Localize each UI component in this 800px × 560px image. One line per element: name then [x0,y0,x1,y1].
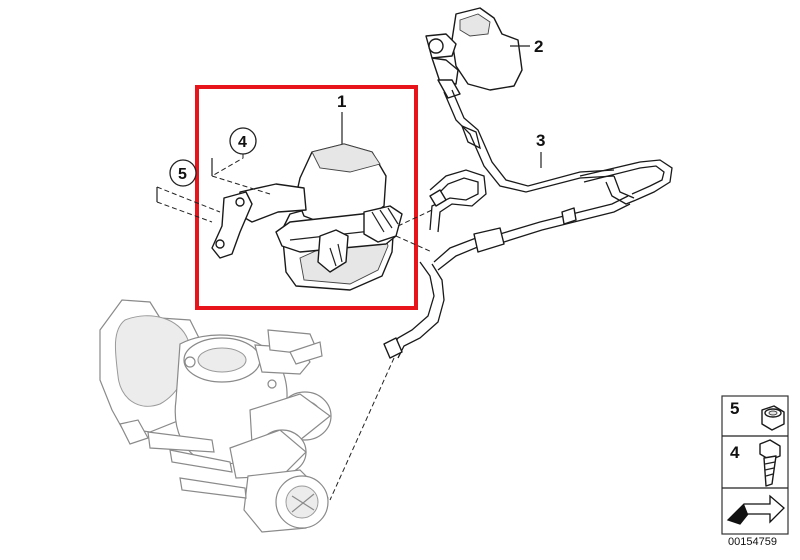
turbocharger-illustration [99,299,332,533]
diagram-id-label: 00154759 [728,536,777,548]
nut-icon [761,405,785,431]
callout-number-5: 5 [178,166,187,183]
valve-illustration [425,7,523,99]
highlight-frame [195,85,418,310]
callout-5: 5 [156,159,221,223]
legend-number-5: 5 [730,399,739,418]
connection-line [395,235,433,253]
breather-housing-illustration [211,143,403,291]
bolt-icon [759,439,781,487]
callout-number-4: 4 [238,134,247,151]
callout-number-3: 3 [536,131,545,150]
callout-number-2: 2 [534,37,543,56]
hose-assembly-illustration [329,89,673,501]
callout-circle-5 [169,159,197,187]
callout-4: 4 [211,127,271,195]
legend-panel: 5 4 [721,395,789,535]
connection-line [397,209,433,227]
arrow-icon [726,494,785,525]
callout-number-1: 1 [337,92,346,111]
legend-number-4: 4 [730,443,740,462]
